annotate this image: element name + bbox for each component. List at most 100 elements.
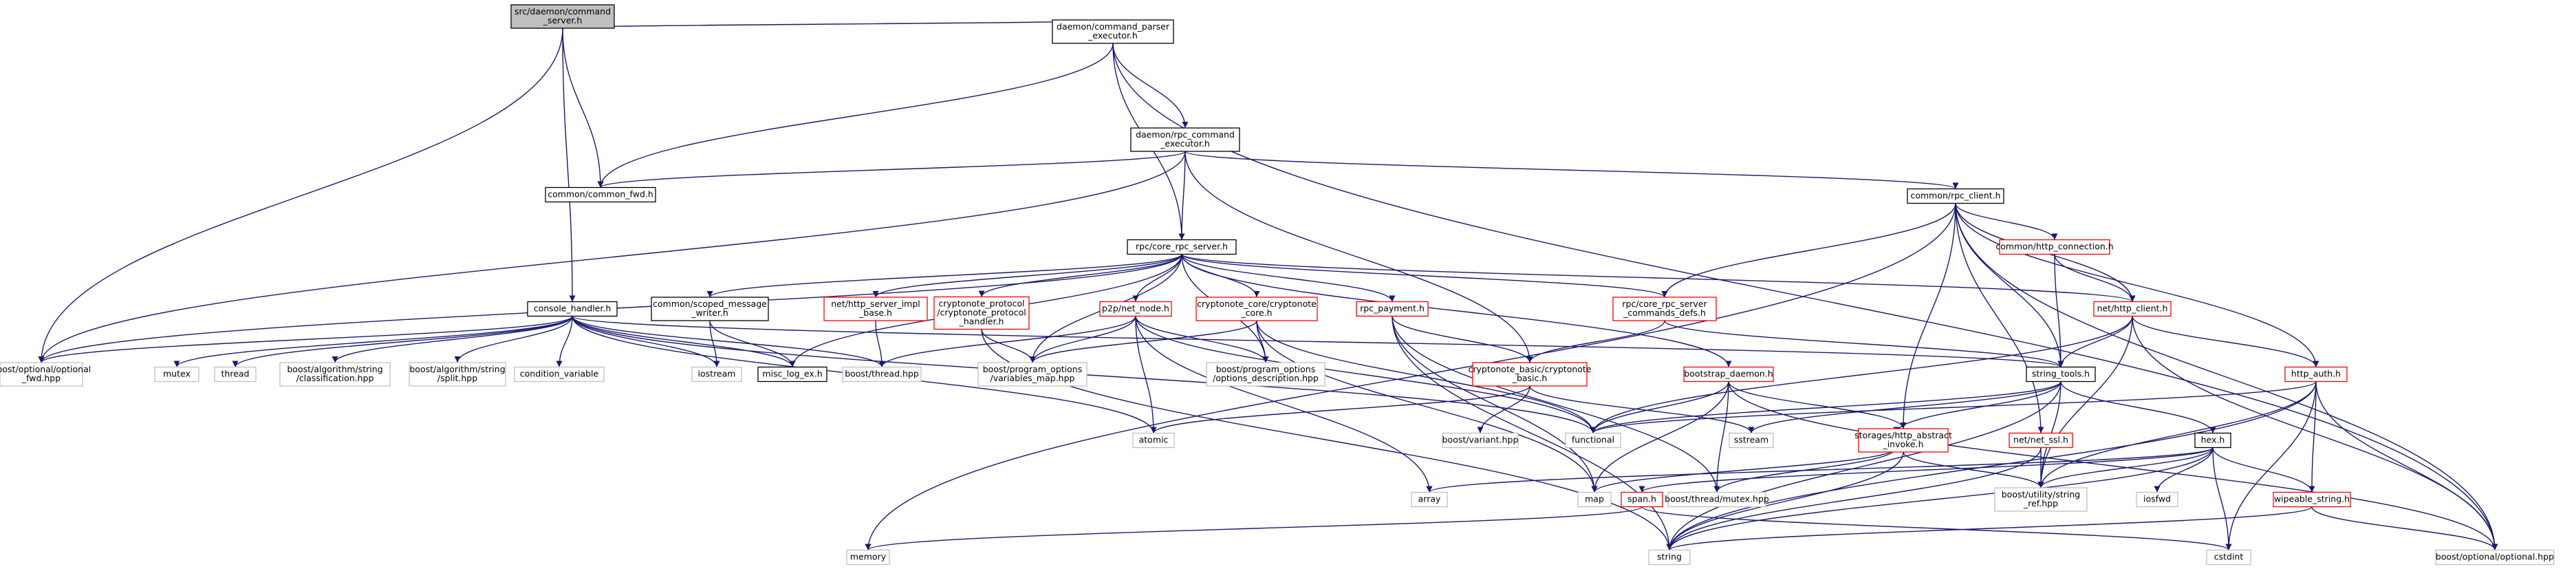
edge-cn-core-to-functional [1256, 320, 1597, 433]
node-cn-basic[interactable]: cryptonote_basic/cryptonote_basic.h [1468, 362, 1592, 387]
edge-rpc-cmd-to-core-rpc-server [1178, 151, 1186, 240]
node-string-tools[interactable]: string_tools.h [2026, 366, 2096, 383]
node-cmd-defs[interactable]: rpc/core_rpc_server_commands_defs.h [1612, 297, 1717, 321]
node-span[interactable]: span.h [1621, 491, 1663, 508]
node-rpc-payment[interactable]: rpc_payment.h [1356, 301, 1429, 317]
edge-cmd-parser-to-common-fwd [597, 43, 1114, 188]
edge-p2p-net-node-to-atomic [1135, 316, 1157, 433]
edge-span-to-memory [865, 506, 1643, 551]
edge-cn-core-to-map [1256, 320, 1598, 493]
node-label-line: p2p/net_node.h [1102, 303, 1169, 314]
node-box [2273, 491, 2351, 508]
node-classification: boost/algorithm/string/classification.hp… [279, 362, 391, 387]
node-string-ref: boost/utility/string_ref.hpp [1994, 487, 2088, 512]
node-core-rpc-server[interactable]: rpc/core_rpc_server.h [1127, 239, 1237, 255]
node-sstream: sstream [1729, 432, 1774, 449]
node-misc-log-ex[interactable]: misc_log_ex.h [757, 366, 827, 383]
node-bootstrap-daemon[interactable]: bootstrap_daemon.h [1683, 366, 1774, 383]
edge-http-auth-to-wipeable-string [2308, 381, 2317, 493]
node-cn-core[interactable]: cryptonote_core/cryptonote_core.h [1195, 297, 1318, 321]
node-scoped-writer[interactable]: common/scoped_message_writer.h [651, 297, 769, 321]
node-label-line: _invoke.h [1882, 439, 1923, 449]
node-box [527, 301, 618, 317]
node-label-line: boost/algorithm/string [287, 364, 382, 374]
node-label-line: boost/optional/optional [0, 364, 91, 374]
node-box [279, 362, 391, 387]
node-common-fwd[interactable]: common/common_fwd.h [545, 186, 656, 203]
node-http-abstract[interactable]: storages/http_abstract_invoke.h [1854, 428, 1952, 453]
node-console-handler[interactable]: console_handler.h [527, 301, 618, 317]
node-label-line: array [1418, 494, 1441, 504]
node-http-connection[interactable]: common/http_connection.h [1995, 239, 2114, 255]
edge-rpc-payment-to-cn-basic [1392, 316, 1533, 363]
edges-layer [38, 19, 2498, 551]
edge-console-handler-to-thread [232, 316, 573, 367]
edge-rpc-payment-to-map [1392, 316, 1598, 493]
node-label-line: boost/optional/optional.hpp [2436, 552, 2554, 562]
node-box [977, 362, 1087, 387]
node-label-line: net/http_server_impl [831, 299, 920, 309]
node-box [2136, 491, 2178, 508]
node-box [154, 366, 199, 383]
node-label-line: thread [221, 369, 250, 379]
edge-core-rpc-server-to-cmd-defs [1181, 253, 1668, 298]
edge-core-rpc-server-to-p2p-net-node [1132, 254, 1182, 302]
node-http-auth[interactable]: http_auth.h [2284, 366, 2348, 383]
node-label-line: _executor.h [1087, 30, 1138, 41]
node-label-line: /classification.hpp [296, 373, 374, 383]
node-box [2435, 549, 2555, 566]
edge-mlocker-to-map [1591, 447, 1897, 493]
node-cn-protocol[interactable]: cryptonote_protocol/cryptonote_protocol_… [933, 296, 1030, 330]
node-box [1195, 297, 1318, 321]
node-box [1052, 19, 1174, 44]
node-net-ssl[interactable]: net/net_ssl.h [2009, 432, 2073, 449]
node-root[interactable]: src/daemon/command_server.h [510, 4, 615, 29]
node-box [1472, 362, 1588, 387]
node-iostream: iostream [691, 366, 742, 383]
node-rpc-cmd[interactable]: daemon/rpc_command_executor.h [1130, 127, 1240, 152]
node-label-line: wipeable_string.h [2274, 494, 2350, 504]
node-box [691, 366, 742, 383]
node-http-server-impl[interactable]: net/http_server_impl_base.h [823, 297, 928, 321]
edge-rpc-cmd-to-cn-basic [1184, 151, 1533, 363]
edge-span-to-cstdint [1641, 506, 2232, 551]
node-box [1356, 301, 1429, 317]
edge-hex-to-string [1666, 447, 2214, 550]
node-label-line: rpc/core_rpc_server.h [1136, 241, 1228, 252]
node-label-line: bootstrap_daemon.h [1684, 369, 1773, 379]
node-box [214, 366, 257, 383]
edge-http-client-to-functional [1590, 316, 2133, 433]
node-http-client[interactable]: net/http_client.h [2093, 301, 2172, 317]
node-label-line: common/http_connection.h [1995, 241, 2113, 252]
node-label-line: mutex [163, 369, 191, 379]
node-thread-mutex: boost/thread/mutex.hpp [1665, 491, 1769, 508]
node-box [757, 366, 827, 383]
edge-hex-to-iosfwd [2154, 447, 2214, 493]
node-cmd-parser[interactable]: daemon/command_parser_executor.h [1052, 19, 1174, 44]
node-wipeable-string[interactable]: wipeable_string.h [2273, 491, 2351, 508]
edge-p2p-net-node-to-boost-thread [878, 316, 1136, 367]
node-box [2284, 366, 2348, 383]
node-label-line: common/common_fwd.h [548, 189, 653, 200]
node-label-line: /cryptonote_protocol [937, 308, 1026, 318]
node-box [842, 366, 922, 383]
edge-console-handler-to-string-tools [572, 315, 2064, 368]
edge-rpc-client-to-http-abstract [1900, 203, 1956, 429]
node-box [1206, 362, 1325, 387]
edge-http-auth-to-opt-hpp [2315, 381, 2498, 550]
node-label-line: _base.h [858, 308, 892, 318]
node-label-line: common/rpc_client.h [1910, 191, 2000, 201]
node-label-line: condition_variable [520, 369, 599, 379]
node-box [1132, 432, 1175, 449]
node-label-line: net/http_client.h [2097, 303, 2168, 314]
node-hex[interactable]: hex.h [2194, 432, 2231, 449]
edge-bootstrap-daemon-to-map [1591, 381, 1729, 493]
node-boost-thread: boost/thread.hpp [842, 366, 922, 383]
node-box [409, 362, 506, 387]
node-label-line: console_handler.h [534, 303, 611, 314]
node-rpc-client[interactable]: common/rpc_client.h [1907, 188, 2004, 204]
edge-string-tools-to-functional [1590, 381, 2061, 433]
node-label-line: _executor.h [1160, 138, 1210, 149]
node-p2p-net-node[interactable]: p2p/net_node.h [1099, 301, 1172, 317]
edge-http-connection-to-string-tools [2054, 254, 2064, 367]
